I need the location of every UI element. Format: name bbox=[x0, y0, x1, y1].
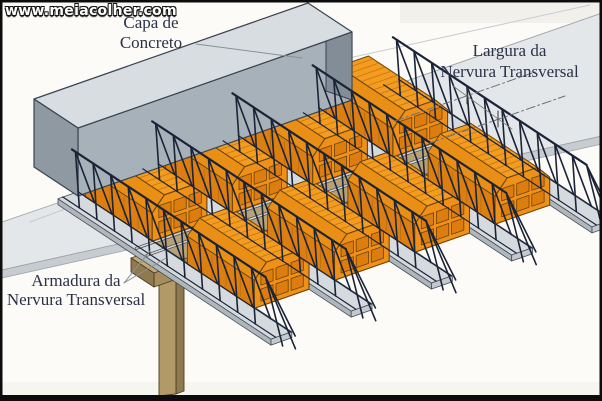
lattice-truss bbox=[222, 92, 457, 294]
steel-trusses bbox=[62, 36, 602, 350]
label-largura-nervura: Largura da Nervura Transversal bbox=[417, 40, 602, 82]
label-largura-line1: Largura da bbox=[472, 41, 547, 60]
label-capa-line1: Capa de bbox=[123, 13, 179, 32]
background-shading bbox=[0, 3, 602, 395]
lattice-truss bbox=[142, 120, 377, 322]
dimension-lines bbox=[394, 71, 566, 144]
label-armadura-line1: Armadura da bbox=[31, 271, 121, 290]
label-largura-line2: Nervura Transversal bbox=[440, 62, 579, 81]
leader-lines bbox=[123, 43, 303, 284]
label-armadura-nervura: Armadura da Nervura Transversal bbox=[0, 271, 152, 309]
concrete-cap bbox=[33, 2, 353, 197]
label-capa-line2: Concreto bbox=[119, 33, 183, 52]
slab-block bbox=[267, 178, 390, 281]
watermark: www.meiacolher.com bbox=[5, 3, 177, 19]
label-capa-de-concreto: Capa de Concreto bbox=[103, 13, 199, 53]
label-armadura-line2: Nervura Transversal bbox=[6, 290, 146, 309]
lattice-truss bbox=[62, 148, 297, 350]
lattice-truss bbox=[383, 36, 602, 231]
lattice-truss bbox=[302, 64, 537, 266]
support-post bbox=[158, 265, 185, 397]
